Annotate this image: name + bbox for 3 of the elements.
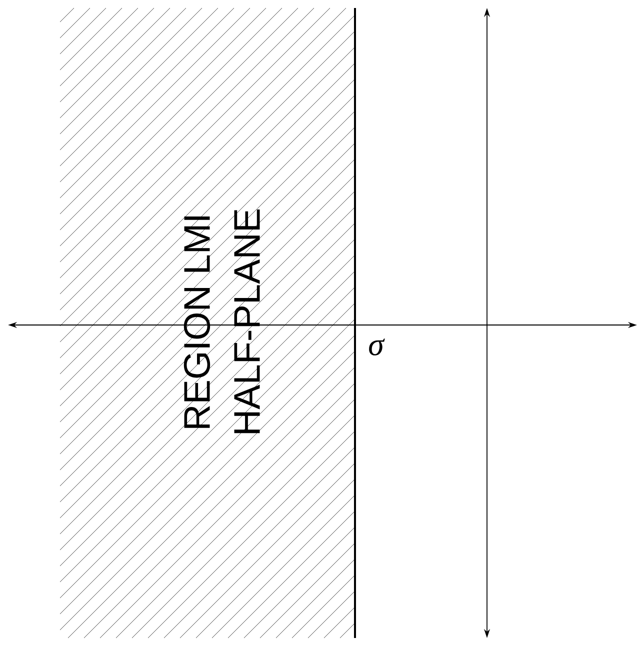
region-label: HALF-PLANE — [234, 210, 260, 434]
region-label: REGION LMI — [184, 216, 210, 428]
axis-label: σ — [369, 338, 385, 356]
